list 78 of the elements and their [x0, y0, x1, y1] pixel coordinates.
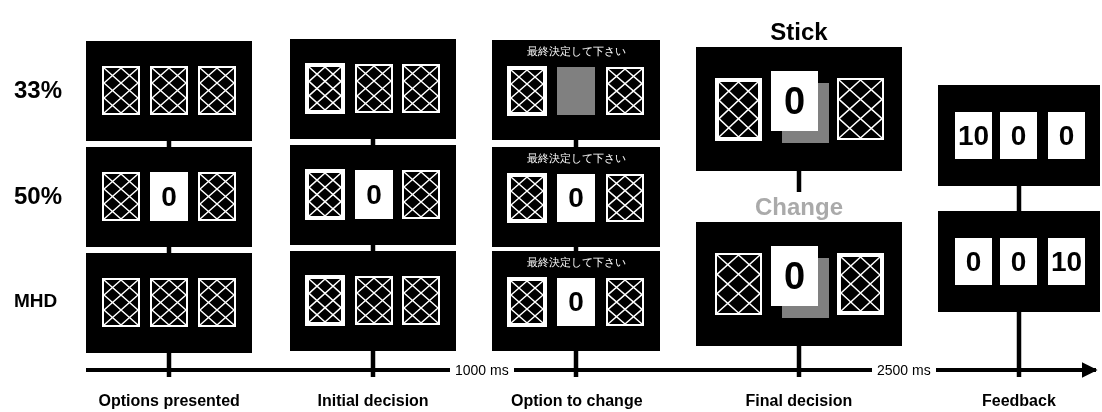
screen [290, 39, 456, 139]
stage-label: Options presented [98, 392, 240, 410]
connector-line [796, 346, 802, 377]
card-back [606, 278, 644, 326]
connector-line [166, 141, 172, 147]
number-card: 0 [771, 246, 829, 318]
number-card: 0 [150, 172, 188, 221]
card-back [305, 169, 345, 220]
number-card: 0 [955, 238, 992, 285]
card-back [507, 277, 547, 327]
card-back [102, 66, 140, 115]
card-back [150, 66, 188, 115]
row-label: 33% [14, 76, 63, 104]
connector-line [166, 353, 172, 377]
card-back [305, 275, 345, 326]
stage-label: Final decision [745, 392, 853, 410]
number-card: 0 [771, 71, 829, 143]
instruction-text: 最終決定して下さい [525, 151, 627, 166]
number-card: 10 [1048, 238, 1085, 285]
number-card: 0 [557, 174, 595, 222]
instruction-text: 最終決定して下さい [525, 44, 627, 59]
screen [492, 251, 660, 351]
stage-label: Option to change [511, 392, 643, 410]
card-back [507, 66, 547, 116]
card-back [837, 78, 884, 140]
connector-line [370, 139, 376, 145]
connector-line [796, 171, 802, 192]
number-card: 0 [355, 170, 393, 219]
connector-line [370, 245, 376, 251]
screen [492, 40, 660, 140]
card-back [402, 64, 440, 113]
card-back [606, 174, 644, 222]
screen [86, 41, 252, 141]
connector-line [573, 351, 579, 377]
card-back [507, 173, 547, 223]
connector-line [1016, 186, 1022, 211]
row-label: 50% [14, 182, 63, 210]
connector-line [573, 140, 579, 147]
card-back [198, 66, 236, 115]
connector-line [166, 247, 172, 253]
card-back [102, 278, 140, 327]
stage-label: Initial decision [317, 392, 429, 410]
card-back [715, 253, 762, 315]
screen [86, 253, 252, 353]
stage-label: Feedback [982, 392, 1056, 410]
duration-label: 1000 ms [450, 362, 514, 378]
row-label: MHD [14, 290, 58, 312]
card-back [305, 63, 345, 114]
screen [938, 211, 1100, 312]
connector-line [573, 247, 579, 251]
screen [86, 147, 252, 247]
screen [290, 251, 456, 351]
card-back [198, 172, 236, 221]
card-back [402, 276, 440, 325]
number-card: 0 [1048, 112, 1085, 159]
card [557, 67, 595, 115]
card-back [355, 64, 393, 113]
number-card: 10 [955, 112, 992, 159]
number-card: 0 [557, 278, 595, 326]
card-back [198, 278, 236, 327]
card-back [402, 170, 440, 219]
number-card: 0 [1000, 238, 1037, 285]
duration-label: 2500 ms [872, 362, 936, 378]
card-back [837, 253, 884, 315]
instruction-text: 最終決定して下さい [525, 255, 627, 270]
card-back [355, 276, 393, 325]
card-back [606, 67, 644, 115]
screen [492, 147, 660, 247]
card-back [102, 172, 140, 221]
card-back [150, 278, 188, 327]
condition-heading: Change [754, 194, 844, 220]
condition-heading: Stick [769, 19, 829, 45]
card-back [715, 78, 762, 141]
connector-line [1016, 312, 1022, 377]
screen [938, 85, 1100, 186]
connector-line [370, 351, 376, 377]
screen [290, 145, 456, 245]
number-card: 0 [1000, 112, 1037, 159]
